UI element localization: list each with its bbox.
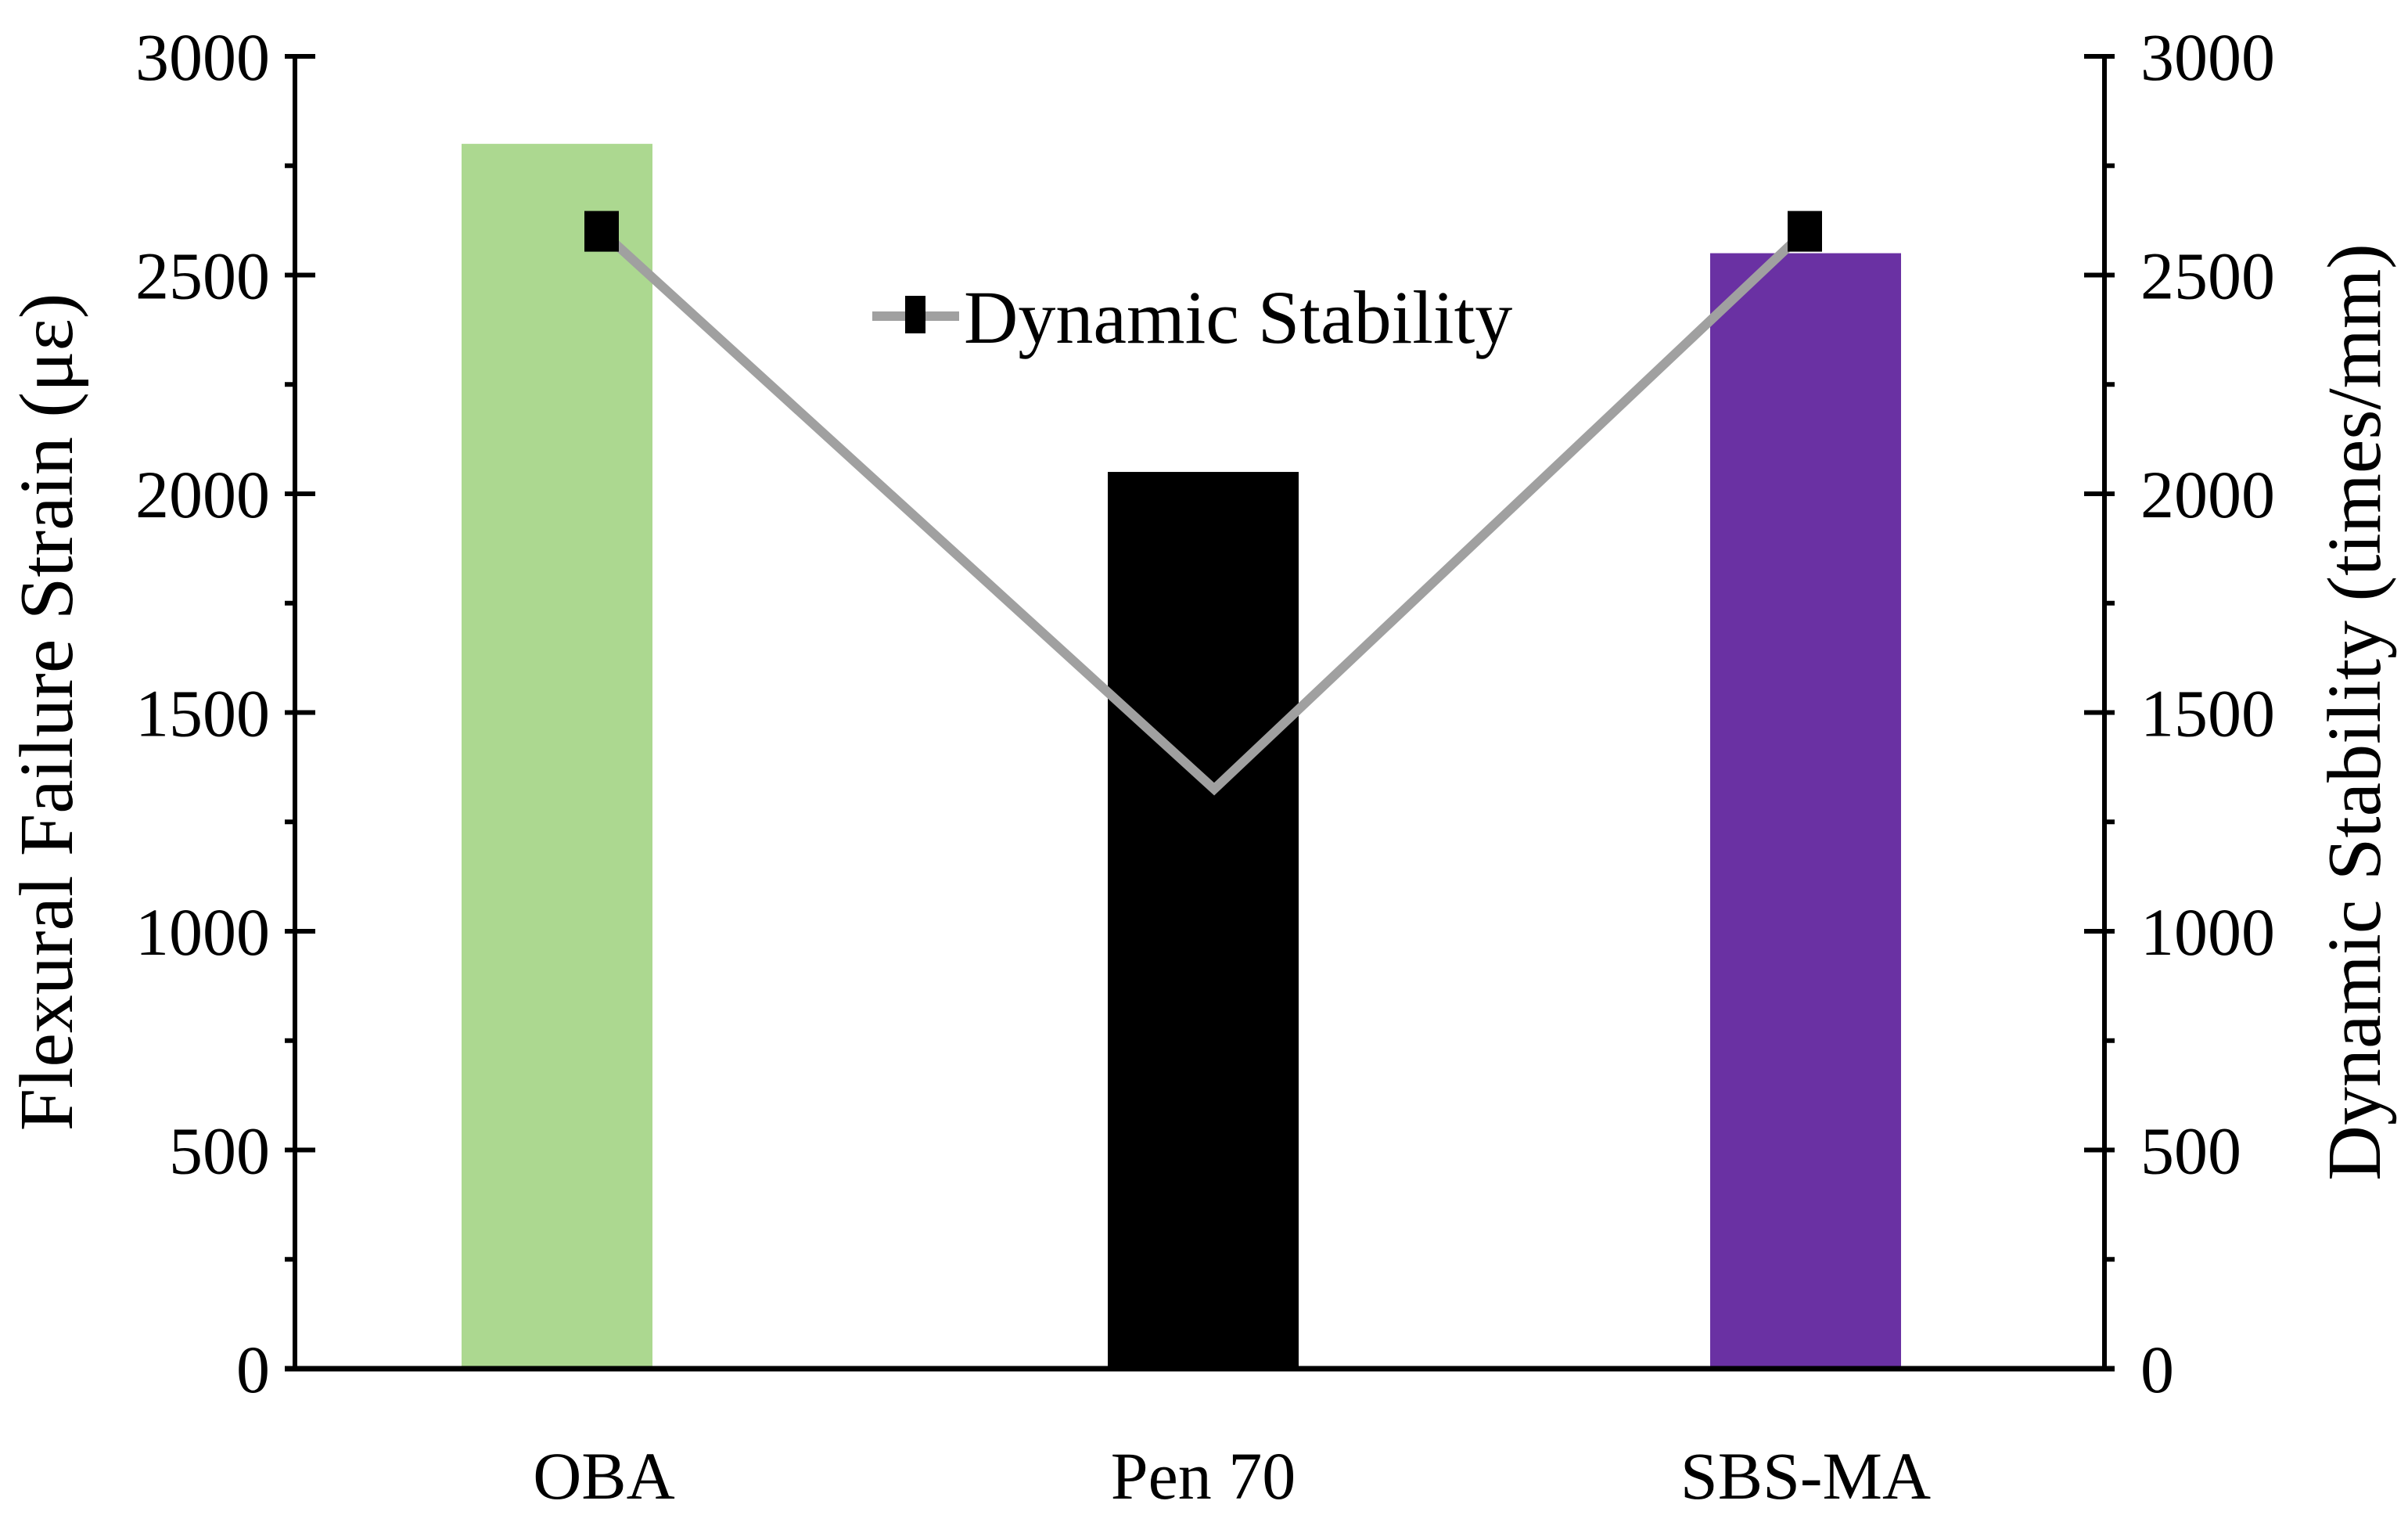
- bar-sbs-ma: [1710, 253, 1901, 1369]
- legend: Dynamic Stability: [872, 275, 1512, 359]
- right-tick-label: 2500: [2140, 239, 2275, 314]
- right-tick-label: 500: [2140, 1114, 2241, 1189]
- left-y-ticks: 0 500 1000 1500 2000 2500 3000: [135, 20, 315, 1407]
- right-tick-label: 3000: [2140, 20, 2275, 95]
- legend-square-marker-icon: [905, 296, 925, 333]
- bar-pen-70: [1108, 472, 1299, 1369]
- left-tick-label: 0: [236, 1332, 270, 1407]
- bar-oba: [462, 143, 652, 1369]
- category-label-pen-70: Pen 70: [1111, 1438, 1296, 1513]
- right-tick-label: 1000: [2140, 894, 2275, 970]
- bar-series-flexural-failure-strain: [462, 143, 1901, 1369]
- x-category-labels: OBA Pen 70 SBS-MA: [533, 1438, 1931, 1513]
- square-marker-icon: [1788, 211, 1822, 252]
- line-series-dynamic-stability: [584, 211, 1822, 796]
- category-label-oba: OBA: [533, 1438, 675, 1513]
- left-tick-label: 2000: [135, 457, 270, 532]
- left-tick-label: 3000: [135, 20, 270, 95]
- right-y-axis-title: Dynamic Stability (times/mm): [2313, 243, 2397, 1181]
- category-label-sbs-ma: SBS-MA: [1680, 1438, 1931, 1513]
- legend-label: Dynamic Stability: [964, 275, 1512, 359]
- right-tick-label: 0: [2140, 1332, 2174, 1407]
- dynamic-stability-line: [598, 228, 1809, 796]
- right-y-ticks: 0 500 1000 1500 2000 2500 3000: [2084, 20, 2275, 1407]
- left-tick-label: 1500: [135, 676, 270, 751]
- left-tick-label: 500: [169, 1114, 270, 1189]
- right-tick-label: 2000: [2140, 457, 2275, 532]
- left-y-axis-title: Flexural Failure Strain (με): [5, 293, 89, 1132]
- axes: 0 500 1000 1500 2000 2500 3000 0 500 1000 1500 200…: [135, 20, 2275, 1407]
- left-tick-label: 2500: [135, 239, 270, 314]
- square-marker-icon: [584, 211, 619, 252]
- right-tick-label: 1500: [2140, 676, 2275, 751]
- left-tick-label: 1000: [135, 894, 270, 970]
